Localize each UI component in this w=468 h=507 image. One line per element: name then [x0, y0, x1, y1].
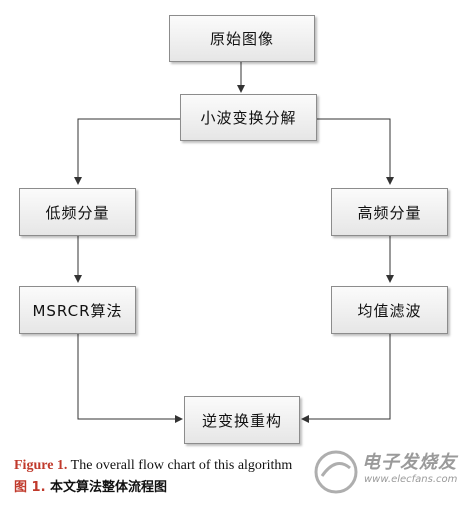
watermark-logo-icon [314, 450, 358, 494]
node-mean-filter-label: 均值滤波 [357, 301, 422, 320]
caption-english-text: The overall flow chart of this algorithm [70, 458, 293, 473]
node-msrcr: MSRCR算法 [19, 286, 136, 334]
node-high-frequency-label: 高频分量 [357, 203, 422, 222]
caption-english-label: Figure 1. [14, 458, 68, 473]
node-mean-filter: 均值滤波 [331, 286, 448, 334]
arrow-filter-to-reconstruct [301, 334, 391, 423]
node-low-frequency: 低频分量 [19, 188, 136, 236]
node-original-image-label: 原始图像 [209, 30, 274, 48]
caption-english: Figure 1. The overall flow chart of this… [14, 458, 292, 474]
watermark-url: www.elecfans.com [364, 474, 458, 485]
caption-chinese-text: 本文算法整体流程图 [50, 480, 168, 495]
arrow-wavelet-to-low [74, 118, 180, 185]
node-msrcr-label: MSRCR算法 [32, 301, 123, 320]
caption-chinese-label: 图 1. [14, 480, 46, 495]
arrow-msrcr-to-reconstruct [77, 334, 183, 423]
node-wavelet-decomposition-label: 小波变换分解 [200, 109, 297, 127]
node-low-frequency-label: 低频分量 [45, 203, 110, 222]
watermark: 电子发烧友 www.elecfans.com [312, 444, 462, 500]
node-inverse-reconstruction-label: 逆变换重构 [201, 411, 282, 430]
caption-chinese: 图 1. 本文算法整体流程图 [14, 476, 167, 495]
node-wavelet-decomposition: 小波变换分解 [180, 94, 317, 141]
node-inverse-reconstruction: 逆变换重构 [184, 396, 300, 444]
node-original-image: 原始图像 [169, 15, 315, 62]
node-high-frequency: 高频分量 [331, 188, 448, 236]
watermark-text: 电子发烧友 [362, 452, 457, 473]
arrow-wavelet-to-high [317, 118, 394, 185]
